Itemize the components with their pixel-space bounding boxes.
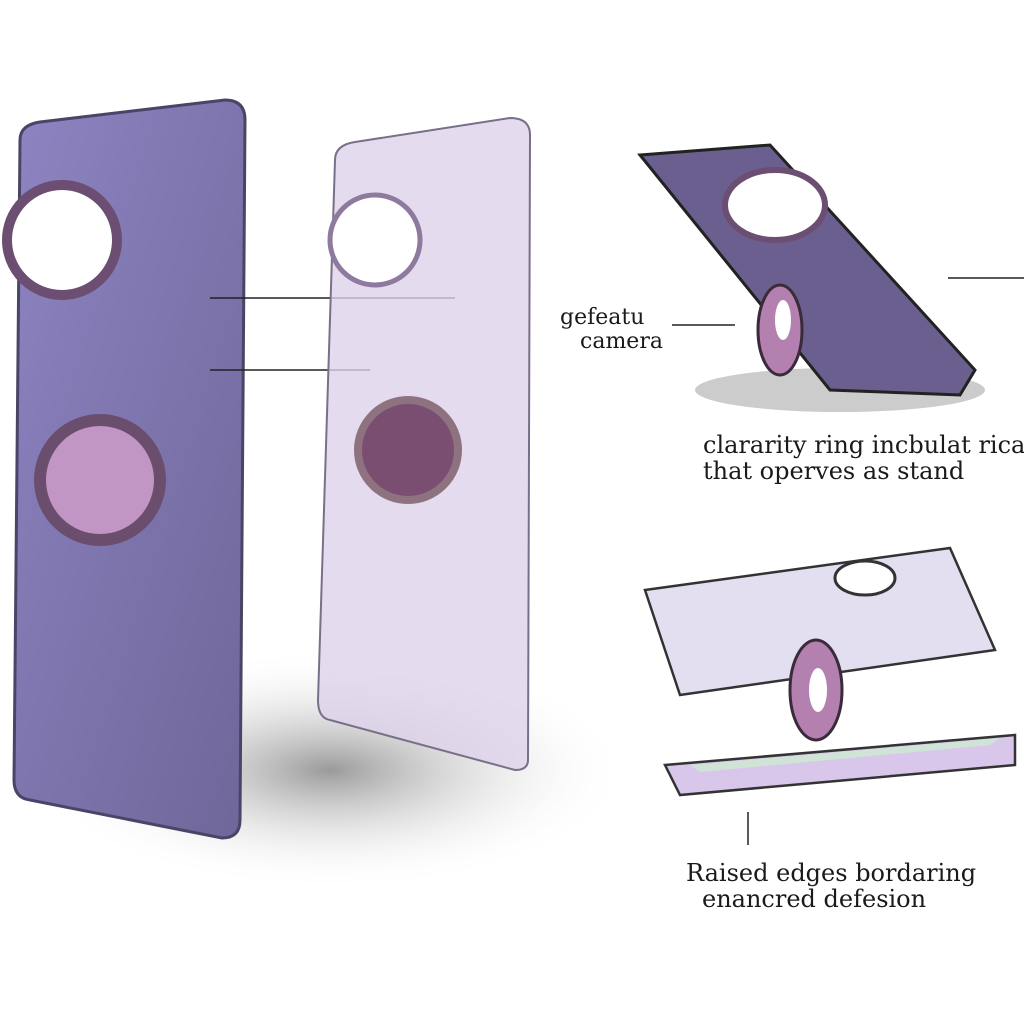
edges-label-line2: enancred defesion xyxy=(702,885,927,914)
clear-case xyxy=(316,116,532,772)
camera-label-line2: camera xyxy=(580,329,663,355)
camera-label-line1: gefeatu xyxy=(560,305,645,330)
camera-cutout xyxy=(2,180,122,300)
solid-case xyxy=(2,98,455,840)
stand-view xyxy=(637,143,1024,412)
ring-label: clararity ring incbulat rica that operve… xyxy=(703,432,1024,485)
ring-holder xyxy=(34,414,166,546)
ring-label-line1: clararity ring incbulat rica xyxy=(703,431,1024,459)
ring-label-line2: that operves as stand xyxy=(703,457,965,486)
camera-label: gefeatu camera xyxy=(560,305,663,355)
edges-label-line1: Raised edges bordaring xyxy=(686,859,977,887)
flat-view xyxy=(643,546,1017,845)
edges-label: Raised edges bordaring enancred defesion xyxy=(686,860,976,913)
